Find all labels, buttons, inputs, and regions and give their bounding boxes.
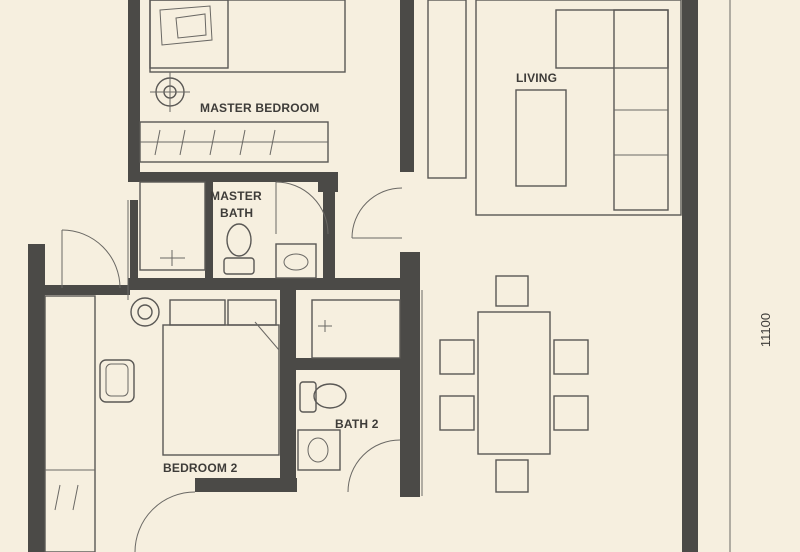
bath2-toilet-tank bbox=[299, 381, 317, 413]
dimension-line: 11100 bbox=[729, 0, 773, 552]
bed-fold bbox=[254, 321, 280, 351]
balcony-door-swing bbox=[61, 229, 121, 289]
wall-master-bottom bbox=[128, 172, 338, 182]
bath2-shower-drain bbox=[318, 320, 332, 332]
master-bath: MASTER BATH bbox=[139, 181, 329, 279]
hanger-1 bbox=[154, 129, 161, 156]
dining-chair-right-1 bbox=[553, 339, 589, 375]
master-bed-pillow bbox=[159, 5, 213, 46]
room-label-master-bath-2: BATH bbox=[220, 206, 253, 220]
hanger-5 bbox=[269, 129, 276, 156]
closet-hanger-2 bbox=[72, 484, 79, 511]
dining-chair-bottom bbox=[495, 459, 529, 493]
bath2-toilet-bowl bbox=[313, 383, 347, 409]
wall-bedroom2-right bbox=[280, 290, 296, 490]
wall-bath2-top bbox=[296, 358, 400, 370]
master-bed-pillow-inner bbox=[175, 13, 207, 39]
hanger-4 bbox=[239, 129, 246, 156]
bath2-vanity bbox=[297, 429, 341, 471]
wall-bedroom2-left bbox=[28, 248, 45, 552]
walls bbox=[28, 0, 698, 552]
wall-living-left-upper bbox=[400, 0, 414, 172]
bedroom2-closet bbox=[44, 295, 96, 552]
bedroom2-pillow-1 bbox=[169, 299, 226, 326]
room-label-master-bedroom: MASTER BEDROOM bbox=[200, 101, 319, 115]
bedroom2-lamp-inner bbox=[137, 304, 153, 320]
dining-chair-left-1 bbox=[439, 339, 475, 375]
shower-drain bbox=[160, 250, 185, 266]
dining-chair-top bbox=[495, 275, 529, 307]
bedroom2-pillow-2 bbox=[227, 299, 277, 326]
entry-door-swing bbox=[351, 187, 403, 239]
master-bath-door-swing bbox=[275, 181, 329, 235]
dining bbox=[421, 275, 589, 496]
dimension-label: 11100 bbox=[758, 313, 773, 347]
room-label-bedroom-2: BEDROOM 2 bbox=[163, 461, 238, 475]
bedroom2-lamp bbox=[130, 297, 160, 327]
room-label-bath-2: BATH 2 bbox=[335, 417, 379, 431]
room-label-living: LIVING bbox=[516, 71, 557, 85]
dining-table bbox=[477, 311, 551, 455]
master-shower bbox=[139, 181, 206, 271]
master-bed-pillow-area bbox=[149, 0, 229, 69]
wall-top-left bbox=[45, 285, 130, 295]
living-rug bbox=[475, 0, 682, 216]
wall-living-left-lower bbox=[400, 252, 420, 497]
bedroom2-bed bbox=[162, 324, 280, 456]
wall-stub bbox=[318, 182, 338, 192]
master-toilet-tank bbox=[223, 257, 255, 275]
dining-chair-left-2 bbox=[439, 395, 475, 431]
entry-door bbox=[351, 187, 403, 239]
hanger-3 bbox=[209, 129, 216, 156]
closet-hanger-1 bbox=[54, 484, 61, 511]
dining-chair-right-2 bbox=[553, 395, 589, 431]
master-vanity bbox=[275, 243, 317, 279]
coffee-table bbox=[515, 89, 567, 187]
master-bedroom: MASTER BEDROOM bbox=[139, 0, 346, 163]
master-sink bbox=[283, 253, 309, 271]
wall-bath-left bbox=[130, 200, 138, 290]
bath2-door-swing bbox=[347, 439, 401, 493]
bath2-sink bbox=[307, 437, 329, 463]
hanger-2 bbox=[179, 129, 186, 156]
wall-exterior-right bbox=[682, 0, 698, 552]
bedroom-2: BEDROOM 2 bbox=[44, 229, 280, 552]
bedroom2-door-swing bbox=[134, 491, 196, 552]
living-cabinet bbox=[427, 0, 467, 179]
living: LIVING bbox=[427, 0, 682, 216]
master-toilet-bowl bbox=[226, 223, 252, 257]
master-bed bbox=[149, 0, 346, 73]
bedroom2-chair-seat bbox=[105, 363, 129, 397]
sofa-back bbox=[555, 9, 669, 69]
bath2-shower bbox=[311, 299, 401, 359]
wall-master-bath-bottom bbox=[128, 278, 412, 290]
bedroom2-chair bbox=[99, 359, 135, 403]
wall-bath-divider bbox=[205, 182, 213, 280]
wall-master-bath-right bbox=[323, 182, 335, 282]
wall-bedroom2-bottom bbox=[195, 478, 297, 492]
bath-2: BATH 2 bbox=[297, 299, 401, 493]
wall-master-left bbox=[128, 0, 140, 182]
wall-left-cap bbox=[28, 244, 45, 252]
room-label-master-bath-1: MASTER bbox=[210, 189, 262, 203]
